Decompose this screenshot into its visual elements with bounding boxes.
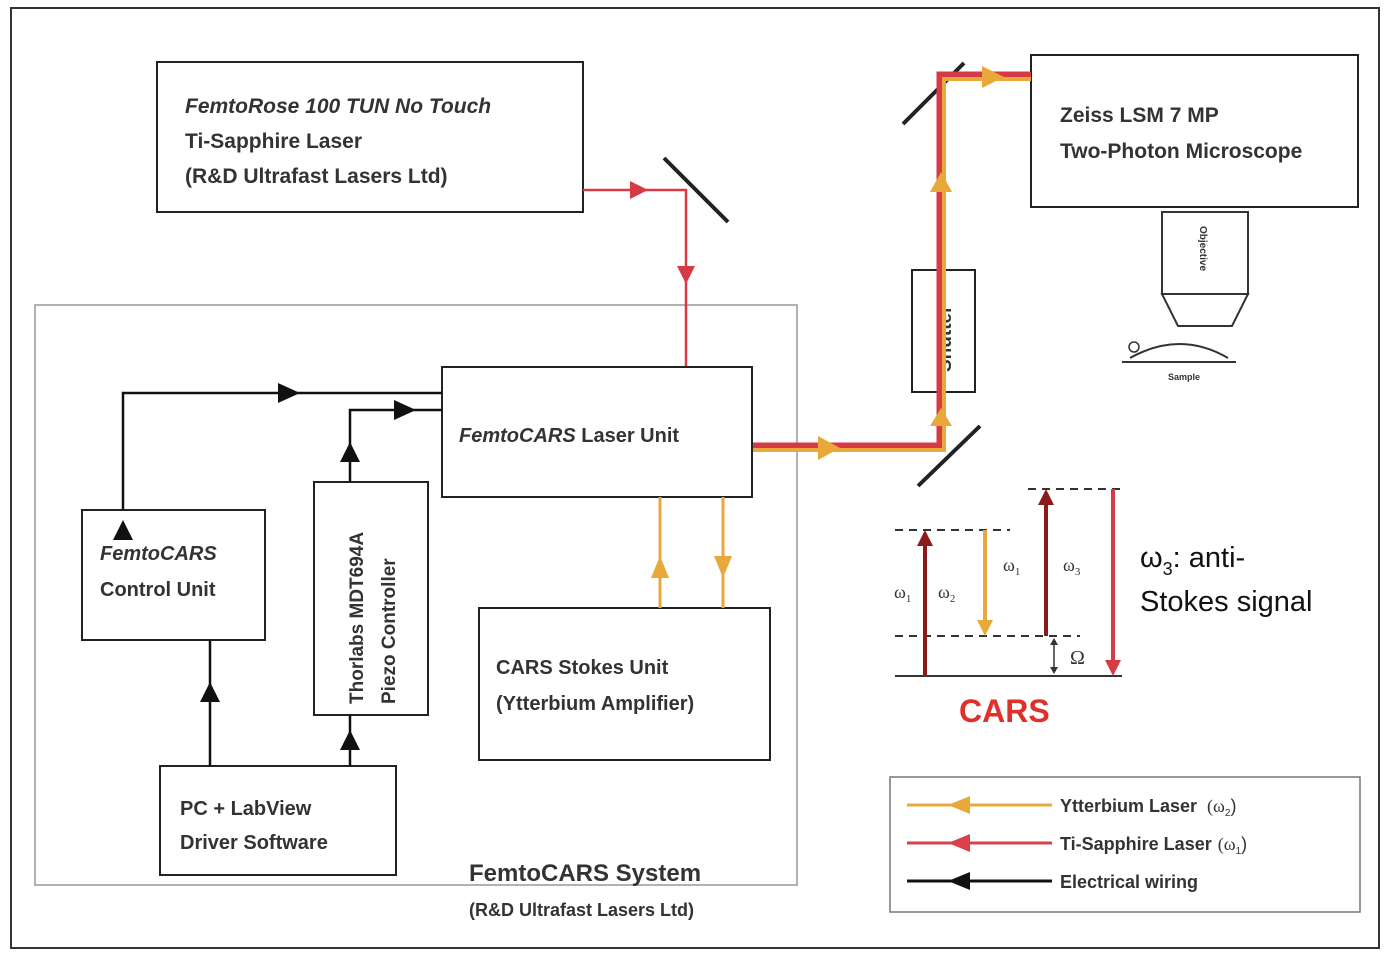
- legend-item-ti-sapphire: Ti-Sapphire Laser(ω1): [907, 834, 1247, 857]
- femtocars-laser-unit-box: FemtoCARS Laser Unit: [441, 366, 753, 498]
- ytterbium-beams: [651, 497, 732, 608]
- w2-label: ω2: [938, 582, 955, 605]
- ti-sapphire-laser-box: FemtoRose 100 TUN No Touch Ti-Sapphire L…: [156, 61, 584, 213]
- piezo-line1: Thorlabs MDT694A: [347, 532, 368, 704]
- pc-line2: Driver Software: [180, 832, 328, 854]
- laser-unit-label: FemtoCARS Laser Unit: [459, 425, 679, 447]
- control-unit-box: FemtoCARS Control Unit: [81, 509, 266, 641]
- microscope-type-text: Two-Photon Microscope: [1060, 140, 1302, 163]
- mirror-3: [916, 424, 982, 488]
- pc-labview-box: PC + LabView Driver Software: [159, 765, 397, 876]
- microscope-box: Zeiss LSM 7 MP Two-Photon Microscope: [1030, 54, 1359, 208]
- objective-label: Objective: [1197, 226, 1208, 271]
- stokes-unit-line1: CARS Stokes Unit: [496, 657, 669, 679]
- control-unit-line1: FemtoCARS: [100, 543, 217, 565]
- piezo-line2: Piezo Controller: [379, 558, 400, 704]
- outer-frame: [10, 7, 1380, 949]
- legend-label-ti-sapphire: Ti-Sapphire Laser(ω1): [1060, 834, 1247, 857]
- sample-stage-icon: Sample: [1122, 341, 1236, 382]
- legend-item-ytterbium: Ytterbium Laser(ω2): [907, 796, 1236, 819]
- control-unit-line2: Control Unit: [100, 579, 216, 601]
- combined-beam: [752, 66, 1031, 460]
- cars-stokes-unit-box: CARS Stokes Unit (Ytterbium Amplifier): [478, 607, 771, 761]
- femtocars-system-region: [34, 304, 798, 886]
- legend-label-ytterbium: Ytterbium Laser(ω2): [1060, 796, 1236, 819]
- laser-maker-text: (R&D Ultrafast Lasers Ltd): [185, 165, 448, 188]
- anti-stokes-line1: ω3: anti-: [1140, 542, 1245, 579]
- legend: Ytterbium Laser(ω2) Ti-Sapphire Laser(ω1…: [889, 776, 1361, 913]
- system-maker-label: (R&D Ultrafast Lasers Ltd): [469, 900, 694, 920]
- piezo-controller-box: Thorlabs MDT694A Piezo Controller: [313, 481, 429, 716]
- w3-label: ω3: [1063, 555, 1081, 578]
- objective-icon: Objective: [1160, 211, 1250, 327]
- pc-line1: PC + LabView: [180, 798, 312, 820]
- wiring-arrowheads: [113, 383, 416, 750]
- sample-label: Sample: [1168, 372, 1200, 382]
- w1-label-a: ω1: [894, 582, 911, 605]
- w1-label-b: ω1: [1003, 555, 1020, 578]
- stokes-unit-line2: (Ytterbium Amplifier): [496, 693, 694, 715]
- cars-energy-diagram: ω1 ω2 ω1 ω3 Ω CARS: [894, 488, 1122, 729]
- legend-item-wiring: Electrical wiring: [907, 872, 1198, 892]
- laser-model-text: FemtoRose 100 TUN No Touch: [185, 95, 491, 118]
- mirror-1: [662, 156, 730, 224]
- ti-sapphire-beam: [583, 181, 695, 367]
- cars-title: CARS: [959, 693, 1050, 729]
- system-label: FemtoCARS System: [469, 860, 701, 887]
- legend-label-wiring: Electrical wiring: [1060, 872, 1198, 892]
- omega-label: Ω: [1070, 647, 1085, 669]
- laser-type-text: Ti-Sapphire Laser: [185, 130, 362, 153]
- microscope-model-text: Zeiss LSM 7 MP: [1060, 104, 1219, 127]
- anti-stokes-line2: Stokes signal: [1140, 586, 1313, 618]
